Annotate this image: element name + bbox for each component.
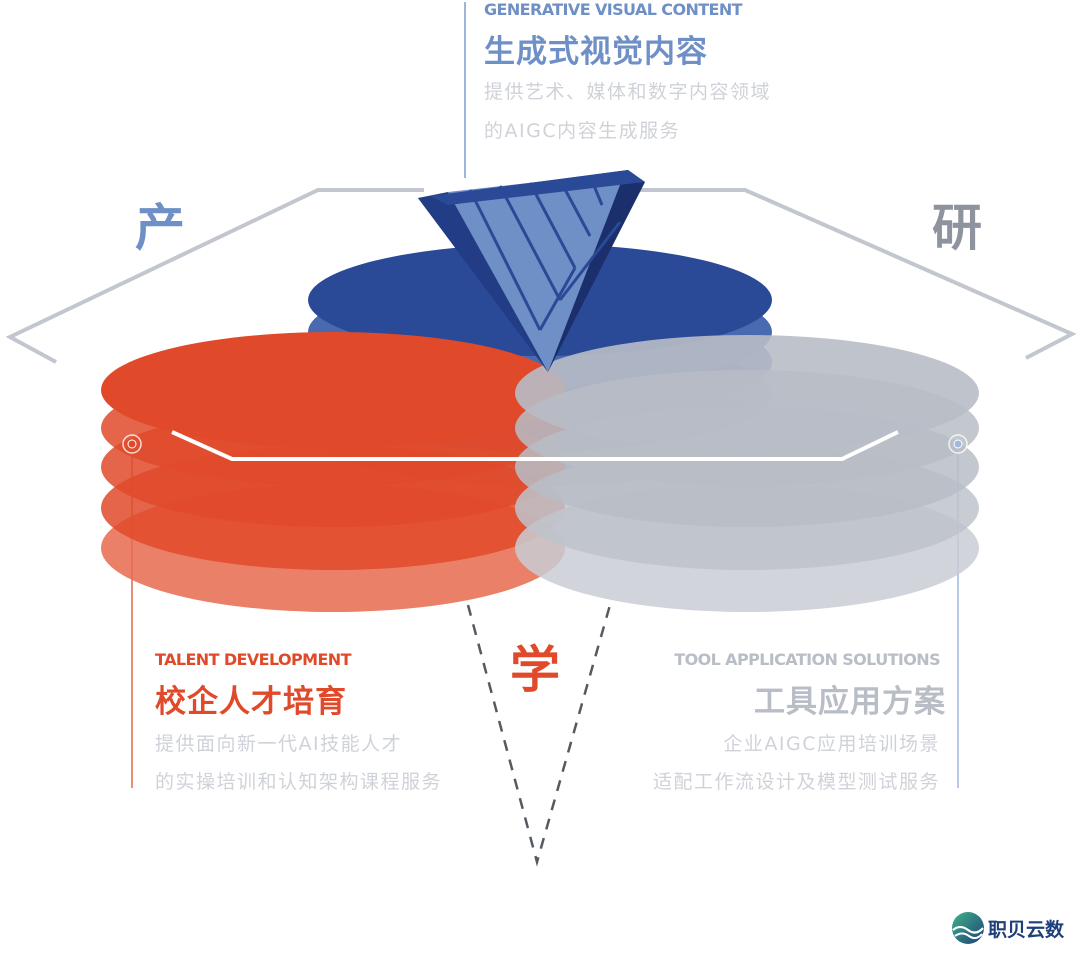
talent-desc-line-1: 提供面向新一代AI技能人才 [155, 733, 403, 755]
study-label: 学 [510, 641, 560, 699]
visual-desc-line-2: 的AIGC内容生成服务 [484, 120, 681, 142]
wave-globe-icon [952, 912, 984, 944]
brand-name: 职贝云数 [988, 918, 1065, 941]
talent-dot [122, 434, 142, 454]
tool-dot [948, 434, 968, 454]
tool-title: 工具应用方案 [754, 684, 946, 720]
v-logo [418, 170, 645, 372]
red-disc-stack [101, 332, 565, 612]
visual-title: 生成式视觉内容 [484, 34, 708, 70]
research-label: 研 [932, 199, 982, 257]
center-connector-line [171, 430, 899, 461]
tool-desc-line-2: 适配工作流设计及模型测试服务 [652, 771, 940, 793]
frame-left-bracket [5, 188, 424, 364]
study-dashed-triangle [466, 604, 612, 867]
visual-en-title: GENERATIVE VISUAL CONTENT [484, 0, 743, 19]
talent-title: 校企人才培育 [155, 684, 347, 720]
frame-right-bracket [640, 188, 1077, 360]
tool-en-title: TOOL APPLICATION SOLUTIONS [674, 650, 940, 669]
gray-disc-stack [515, 335, 979, 612]
brand-logo: 职贝云数 [950, 910, 1064, 946]
production-label: 产 [135, 199, 185, 257]
talent-en-title: TALENT DEVELOPMENT [155, 650, 351, 669]
tool-desc-line-1: 企业AIGC应用培训场景 [723, 733, 940, 755]
talent-desc-line-2: 的实操培训和认知架构课程服务 [155, 771, 443, 793]
visual-desc-line-1: 提供艺术、媒体和数字内容领域 [484, 81, 772, 103]
